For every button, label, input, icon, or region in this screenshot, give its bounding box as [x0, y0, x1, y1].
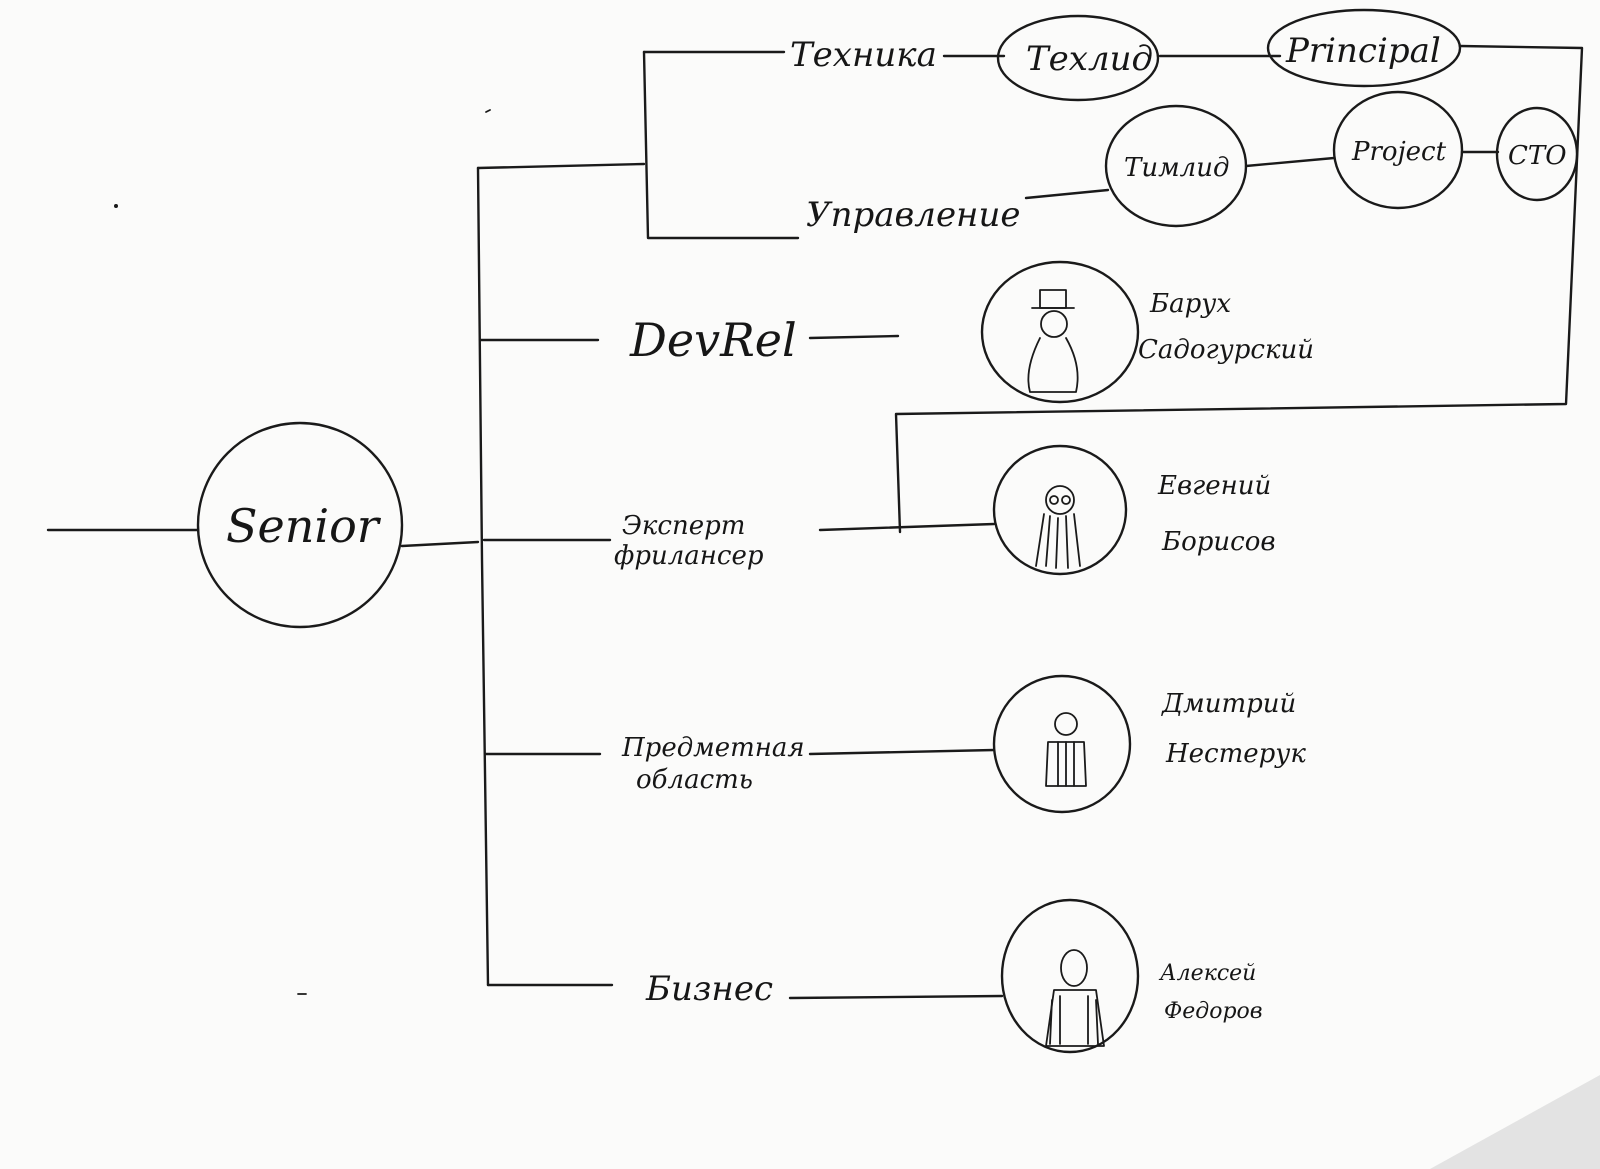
- devrel-person-avatar-icon: [1027, 289, 1079, 393]
- domain-label-line2: область: [636, 765, 753, 795]
- principal-to-expert-connector: [894, 44, 1584, 534]
- expert-label-line2: фрилансер: [614, 541, 764, 571]
- principal-node: [1266, 8, 1462, 88]
- business-label: Бизнес: [645, 969, 773, 1009]
- teamlead-label: Тимлид: [1124, 153, 1229, 183]
- techlead-label: Техлид: [1026, 39, 1153, 79]
- cto-label: CTO: [1508, 141, 1567, 171]
- project-label: Project: [1351, 137, 1447, 167]
- devrel-person-last-name: Садогурский: [1138, 335, 1314, 365]
- expert-person-last-name: Борисов: [1161, 527, 1276, 557]
- senior-label: Senior: [226, 499, 382, 553]
- tech-branch-label: Техника: [790, 35, 937, 75]
- domain-person-circle: [992, 674, 1132, 814]
- career-bracket-line: [642, 50, 800, 240]
- domain-label-line1: Предметная: [621, 733, 805, 763]
- devrel-to-person-line: [808, 334, 900, 340]
- devrel-person-circle: [980, 260, 1140, 404]
- business-person-circle: [1000, 898, 1140, 1054]
- domain-person-avatar-icon: [1045, 712, 1087, 787]
- stray-mark: [114, 204, 118, 208]
- main-trunk-line: [476, 166, 490, 987]
- expert-to-person-line: [818, 522, 996, 532]
- mgmt-branch-label: Управление: [806, 195, 1020, 235]
- expert-person-avatar-icon: [1035, 485, 1081, 569]
- business-person-avatar-icon: [1045, 949, 1105, 1047]
- techlead-node: [996, 14, 1160, 102]
- paper-fold-shadow: [1430, 1075, 1600, 1169]
- domain-to-person-line: [808, 748, 996, 756]
- expert-person-first-name: Евгений: [1157, 471, 1271, 501]
- domain-person-last-name: Нестерук: [1165, 739, 1306, 769]
- expert-label-line1: Эксперт: [622, 511, 745, 541]
- domain-person-first-name: Дмитрий: [1161, 689, 1296, 719]
- principal-label: Principal: [1285, 31, 1441, 71]
- expert-person-circle: [992, 444, 1128, 576]
- business-to-person-line: [788, 994, 1004, 1000]
- devrel-person-first-name: Барух: [1149, 289, 1231, 319]
- trunk-to-career-bracket: [476, 162, 646, 170]
- business-person-first-name: Алексей: [1158, 961, 1256, 986]
- stray-mark: [485, 109, 491, 113]
- devrel-label: DevRel: [629, 313, 797, 367]
- project-node: [1332, 90, 1464, 210]
- senior-to-trunk-line: [400, 540, 480, 548]
- teamlead-to-project-line: [1244, 156, 1336, 168]
- business-person-last-name: Федоров: [1164, 999, 1263, 1024]
- mgmt-to-teamlead-line: [1024, 188, 1110, 200]
- senior-node: [196, 421, 404, 629]
- cto-node: [1495, 106, 1579, 202]
